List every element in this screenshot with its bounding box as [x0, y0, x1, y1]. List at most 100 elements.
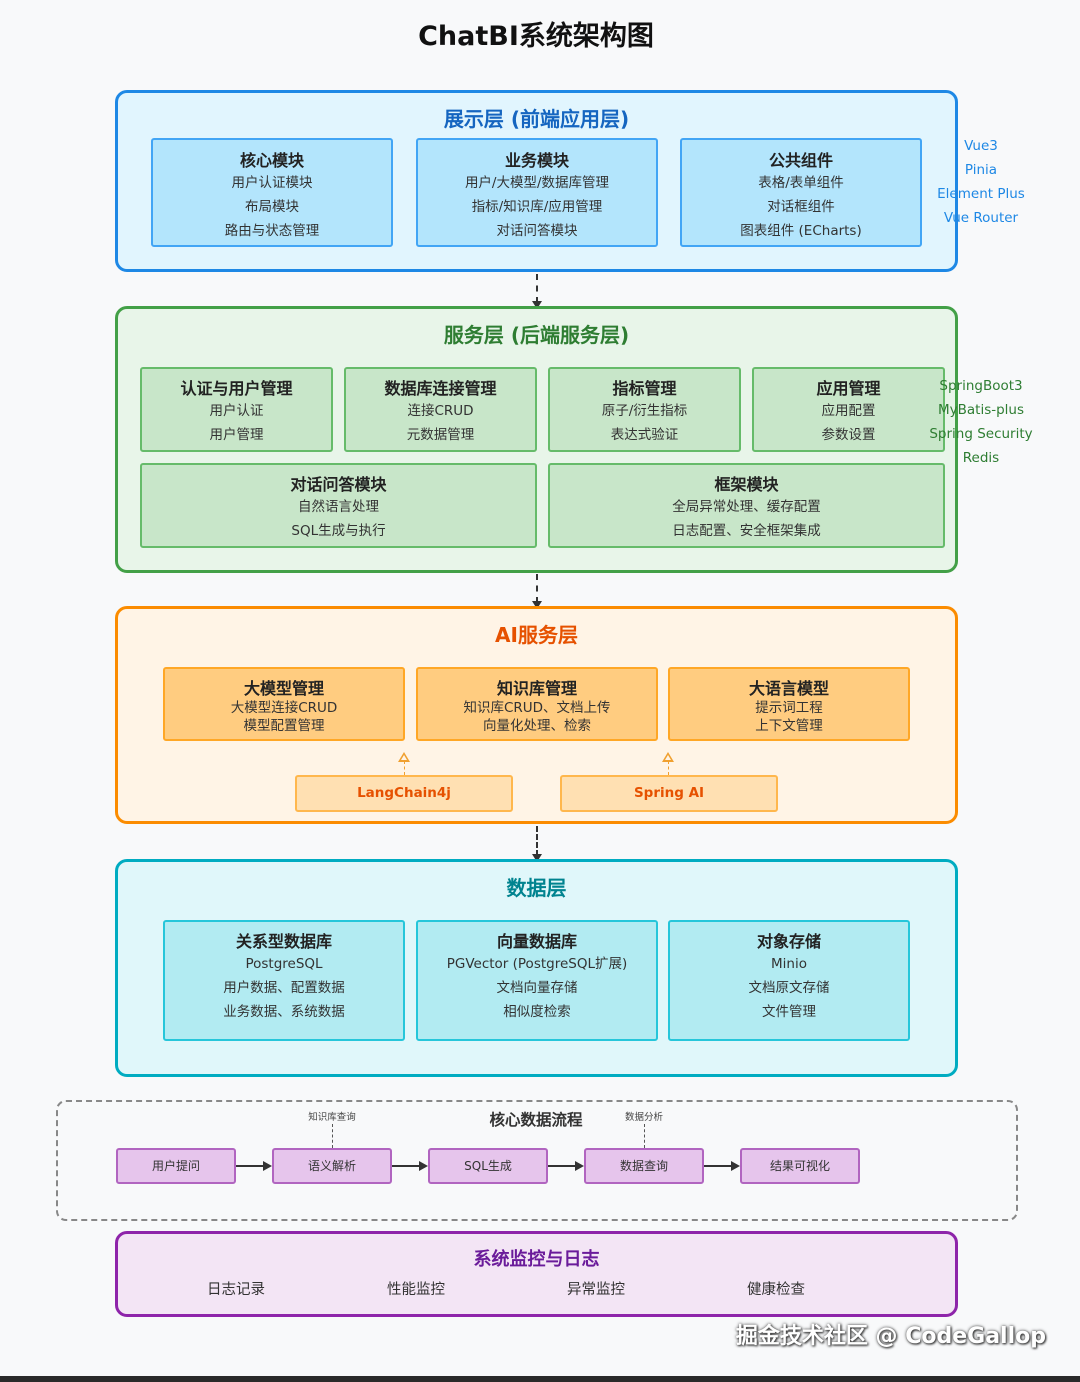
- tech-item: SpringBoot3: [939, 378, 1023, 394]
- monitor-item-performance: 性能监控: [387, 1282, 445, 1298]
- diagram-title: ChatBI系统架构图: [418, 21, 654, 52]
- flow-step-data-query: 数据查询: [584, 1148, 704, 1184]
- box-line: 应用配置: [821, 403, 876, 419]
- monitor-item-exception: 异常监控: [567, 1282, 625, 1298]
- flow-note-connector: [644, 1124, 645, 1148]
- frontend-tech-list: Vue3 Pinia Element Plus Vue Router: [926, 134, 1036, 230]
- box-line: 知识库CRUD、文档上传: [463, 700, 611, 716]
- box-line: 布局模块: [245, 199, 299, 215]
- box-line: PostgreSQL: [245, 956, 323, 972]
- box-line: 文档原文存储: [748, 980, 830, 996]
- langchain4j-box: LangChain4j: [295, 775, 513, 812]
- box-line: 连接CRUD: [407, 403, 474, 419]
- watermark: 掘金技术社区 @ CodeGallop: [735, 1324, 1046, 1349]
- monitor-item-health: 健康检查: [747, 1282, 805, 1298]
- flow-step-user-question: 用户提问: [116, 1148, 236, 1184]
- tech-item: Redis: [962, 450, 1000, 466]
- flow-step-sql-generate: SQL生成: [428, 1148, 548, 1184]
- box-line: 元数据管理: [406, 427, 475, 443]
- framework-box: 框架模块 全局异常处理、缓存配置 日志配置、安全框架集成: [548, 463, 945, 548]
- vector-db-box: 向量数据库 PGVector (PostgreSQL扩展) 文档向量存储 相似度…: [416, 920, 658, 1041]
- box-line: PGVector (PostgreSQL扩展): [446, 956, 628, 972]
- relational-db-box: 关系型数据库 PostgreSQL 用户数据、配置数据 业务数据、系统数据: [163, 920, 405, 1041]
- box-line: 表达式验证: [610, 427, 679, 443]
- box-line: 自然语言处理: [298, 499, 379, 515]
- db-connection-box: 数据库连接管理 连接CRUD 元数据管理: [344, 367, 537, 452]
- box-title: 数据库连接管理: [384, 379, 497, 398]
- box-line: 模型配置管理: [243, 718, 325, 734]
- large-language-model-box: 大语言模型 提示词工程 上下文管理: [668, 667, 910, 741]
- box-title: 框架模块: [714, 475, 779, 494]
- box-line: 相似度检索: [503, 1004, 571, 1020]
- common-components-box: 公共组件 表格/表单组件 对话框组件 图表组件 (ECharts): [680, 138, 922, 247]
- tech-item: Vue Router: [943, 210, 1019, 226]
- box-line: 对话框组件: [767, 199, 835, 215]
- box-line: Minio: [771, 956, 807, 972]
- box-line: 业务数据、系统数据: [223, 1004, 345, 1020]
- flow-note: 知识库查询: [308, 1112, 356, 1123]
- box-line: 提示词工程: [755, 700, 823, 716]
- dialog-qa-box: 对话问答模块 自然语言处理 SQL生成与执行: [140, 463, 537, 548]
- box-title: 大语言模型: [748, 679, 829, 698]
- tech-item: Vue3: [964, 138, 998, 154]
- box-line: 路由与状态管理: [224, 223, 320, 239]
- flow-note: 数据分析: [624, 1112, 663, 1123]
- box-line: 用户数据、配置数据: [223, 980, 345, 996]
- knowledge-base-box: 知识库管理 知识库CRUD、文档上传 向量化处理、检索: [416, 667, 658, 741]
- box-line: 对话问答模块: [496, 223, 578, 239]
- framework-connector: [668, 761, 669, 775]
- monitoring-layer-title: 系统监控与日志: [473, 1249, 600, 1270]
- flow-arrow: [236, 1161, 272, 1171]
- framework-connector-arrowhead: [398, 752, 410, 762]
- core-flow-title: 核心数据流程: [489, 1111, 583, 1129]
- tech-item: MyBatis-plus: [937, 402, 1025, 418]
- layer-connector-arrow: [532, 574, 542, 609]
- object-storage-box: 对象存储 Minio 文档原文存储 文件管理: [668, 920, 910, 1041]
- box-title: 关系型数据库: [235, 932, 332, 951]
- monitoring-layer: 系统监控与日志: [115, 1231, 958, 1317]
- box-title: 大模型管理: [243, 679, 324, 698]
- box-line: 上下文管理: [755, 718, 823, 734]
- data-layer-title: 数据层: [506, 876, 567, 900]
- backend-tech-list: SpringBoot3 MyBatis-plus Spring Security…: [926, 374, 1036, 470]
- box-line: 参数设置: [821, 427, 876, 443]
- flow-arrow: [704, 1161, 740, 1171]
- box-title: 对象存储: [756, 932, 821, 951]
- box-line: 日志配置、安全框架集成: [672, 523, 821, 539]
- core-module-box: 核心模块 用户认证模块 布局模块 路由与状态管理: [151, 138, 393, 247]
- ai-layer-title: AI服务层: [495, 623, 578, 647]
- framework-label: LangChain4j: [357, 785, 451, 801]
- core-flow-container: [56, 1100, 1018, 1221]
- box-line: 用户/大模型/数据库管理: [464, 175, 610, 191]
- metrics-box: 指标管理 原子/衍生指标 表达式验证: [548, 367, 741, 452]
- framework-connector-arrowhead: [662, 752, 674, 762]
- layer-connector-arrow: [532, 274, 542, 309]
- bottom-edge: [0, 1376, 1080, 1382]
- service-layer-title: 服务层 (后端服务层): [443, 323, 630, 347]
- box-line: 原子/衍生指标: [601, 403, 688, 419]
- auth-user-box: 认证与用户管理 用户认证 用户管理: [140, 367, 333, 452]
- tech-item: Pinia: [964, 162, 998, 178]
- box-line: 用户管理: [209, 427, 264, 443]
- app-management-box: 应用管理 应用配置 参数设置: [752, 367, 945, 452]
- box-title: 向量数据库: [496, 932, 577, 951]
- box-line: 向量化处理、检索: [483, 718, 591, 734]
- box-title: 指标管理: [612, 379, 677, 398]
- box-title: 公共组件: [768, 151, 833, 170]
- llm-management-box: 大模型管理 大模型连接CRUD 模型配置管理: [163, 667, 405, 741]
- box-line: 全局异常处理、缓存配置: [672, 499, 821, 515]
- box-title: 对话问答模块: [290, 475, 387, 494]
- spring-ai-box: Spring AI: [560, 775, 778, 812]
- box-title: 应用管理: [816, 379, 881, 398]
- box-line: 用户认证: [209, 403, 264, 419]
- framework-connector: [404, 761, 405, 775]
- layer-connector-arrow: [532, 826, 542, 862]
- box-line: 文档向量存储: [496, 980, 578, 996]
- flow-arrow: [392, 1161, 428, 1171]
- box-title: 业务模块: [504, 151, 569, 170]
- flow-step-visualize: 结果可视化: [740, 1148, 860, 1184]
- box-line: 表格/表单组件: [758, 175, 844, 191]
- box-line: 文件管理: [762, 1004, 816, 1020]
- tech-item: Element Plus: [937, 186, 1025, 202]
- box-line: 指标/知识库/应用管理: [471, 199, 603, 215]
